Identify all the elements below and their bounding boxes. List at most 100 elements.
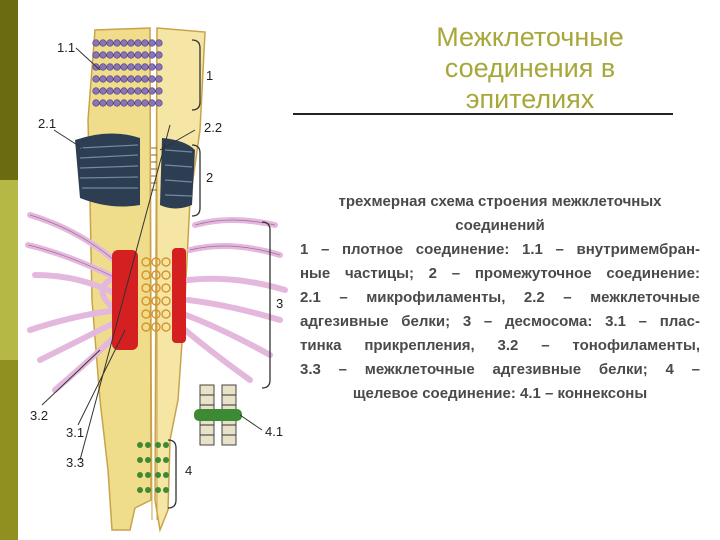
label-3-1: 3.1 bbox=[66, 425, 84, 440]
intramembrane-particle bbox=[148, 75, 156, 83]
intramembrane-particle bbox=[99, 39, 107, 47]
bracket-4 bbox=[167, 439, 177, 509]
side-bar-middle-segment bbox=[0, 180, 18, 360]
caption-line: 3.3 – межклеточные адгезивные белки; 4 – bbox=[300, 361, 700, 378]
intramembrane-particle bbox=[141, 99, 149, 107]
intramembrane-particle bbox=[141, 51, 149, 59]
slide-title: Межклеточные соединения в эпителиях bbox=[330, 22, 720, 115]
label-1-1: 1.1 bbox=[57, 40, 75, 55]
desmosome-plate-left bbox=[112, 250, 138, 350]
desmosome-plate-right bbox=[172, 248, 186, 343]
intramembrane-particle bbox=[92, 99, 100, 107]
intramembrane-particle bbox=[155, 51, 163, 59]
caption-line: 1 – плотное соединение: 1.1 – внутримемб… bbox=[300, 241, 700, 258]
intramembrane-particle bbox=[127, 51, 135, 59]
label-3-2: 3.2 bbox=[30, 408, 48, 423]
intramembrane-particle bbox=[134, 75, 142, 83]
intramembrane-particle bbox=[92, 39, 100, 47]
intramembrane-particle bbox=[113, 87, 121, 95]
label-2: 2 bbox=[206, 170, 213, 185]
caption-line: соединений bbox=[455, 217, 545, 234]
diagram-caption: трехмерная схема строения межклеточных с… bbox=[300, 190, 700, 406]
slide-title-line-3: эпителиях bbox=[465, 84, 595, 114]
leader-lines bbox=[41, 47, 263, 461]
label-4-1: 4.1 bbox=[265, 424, 283, 439]
intramembrane-particle bbox=[106, 39, 114, 47]
side-bar-top-segment bbox=[0, 0, 18, 180]
intramembrane-particle bbox=[106, 99, 114, 107]
intramembrane-particle bbox=[99, 51, 107, 59]
intramembrane-particle bbox=[148, 39, 156, 47]
title-underline bbox=[293, 113, 673, 115]
side-accent-bar bbox=[0, 0, 18, 540]
intramembrane-particle bbox=[106, 51, 114, 59]
intramembrane-particle bbox=[127, 99, 135, 107]
label-4: 4 bbox=[185, 463, 192, 478]
label-2-2: 2.2 bbox=[204, 120, 222, 135]
intramembrane-particle bbox=[141, 39, 149, 47]
intercellular-cleft bbox=[149, 29, 153, 521]
label-3: 3 bbox=[276, 296, 283, 311]
caption-line: ные частицы; 2 – промежуточное соединени… bbox=[300, 265, 700, 282]
intramembrane-particle bbox=[148, 87, 156, 95]
intramembrane-particle bbox=[148, 63, 156, 71]
intramembrane-particle bbox=[99, 99, 107, 107]
intramembrane-particle bbox=[155, 39, 163, 47]
microfilament-bundle bbox=[75, 133, 195, 209]
tight-junction-particles bbox=[92, 39, 163, 107]
intramembrane-particle bbox=[148, 99, 156, 107]
intramembrane-particle bbox=[127, 75, 135, 83]
intramembrane-particle bbox=[99, 75, 107, 83]
intramembrane-particle bbox=[155, 87, 163, 95]
intramembrane-particle bbox=[141, 87, 149, 95]
label-2-1: 2.1 bbox=[38, 116, 56, 131]
intramembrane-particle bbox=[134, 51, 142, 59]
intramembrane-particle bbox=[120, 51, 128, 59]
bracket-1 bbox=[191, 39, 201, 111]
intramembrane-particle bbox=[113, 75, 121, 83]
intramembrane-particle bbox=[99, 87, 107, 95]
intramembrane-particle bbox=[148, 51, 156, 59]
intramembrane-particle bbox=[106, 75, 114, 83]
intramembrane-particle bbox=[106, 87, 114, 95]
intramembrane-particle bbox=[92, 51, 100, 59]
intramembrane-particle bbox=[155, 63, 163, 71]
intramembrane-particle bbox=[134, 99, 142, 107]
caption-line: адгезивные белки; 3 – десмосома: 3.1 – п… bbox=[300, 313, 700, 330]
intramembrane-particle bbox=[99, 63, 107, 71]
intramembrane-particle bbox=[155, 99, 163, 107]
side-bar-bottom-segment bbox=[0, 360, 18, 540]
intramembrane-particle bbox=[106, 63, 114, 71]
intramembrane-particle bbox=[127, 39, 135, 47]
gap-junction-connexons bbox=[137, 442, 169, 493]
intramembrane-particle bbox=[120, 63, 128, 71]
intramembrane-particle bbox=[92, 87, 100, 95]
intramembrane-particle bbox=[127, 63, 135, 71]
intramembrane-particle bbox=[92, 75, 100, 83]
intramembrane-particle bbox=[120, 39, 128, 47]
slide-title-line-2: соединения в bbox=[444, 53, 616, 83]
intramembrane-particle bbox=[120, 87, 128, 95]
intramembrane-particle bbox=[134, 63, 142, 71]
intramembrane-particle bbox=[141, 75, 149, 83]
caption-line: тинка прикрепления, 3.2 – тонофиламенты, bbox=[300, 337, 700, 354]
intramembrane-particle bbox=[113, 99, 121, 107]
intercellular-junction-diagram: 1.1 1 2.1 2.2 2 3 3.2 3.1 3.3 4 4.1 bbox=[25, 27, 288, 533]
intramembrane-particle bbox=[141, 63, 149, 71]
bracket-2 bbox=[191, 144, 201, 217]
caption-line: щелевое соединение: 4.1 – коннексоны bbox=[352, 385, 648, 402]
slide-title-line-1: Межклеточные bbox=[436, 22, 624, 52]
label-3-3: 3.3 bbox=[66, 455, 84, 470]
intramembrane-particle bbox=[155, 75, 163, 83]
caption-line: 2.1 – микрофиламенты, 2.2 – межклеточные bbox=[300, 289, 700, 306]
intramembrane-particle bbox=[113, 51, 121, 59]
label-1: 1 bbox=[206, 68, 213, 83]
bracket-3 bbox=[261, 221, 271, 389]
intramembrane-particle bbox=[127, 87, 135, 95]
connexon-inset bbox=[194, 384, 242, 446]
caption-line: трехмерная схема строения межклеточных bbox=[338, 193, 662, 210]
intramembrane-particle bbox=[134, 87, 142, 95]
intramembrane-particle bbox=[113, 39, 121, 47]
desmosome-adhesive-lattice bbox=[141, 257, 171, 332]
intramembrane-particle bbox=[120, 99, 128, 107]
